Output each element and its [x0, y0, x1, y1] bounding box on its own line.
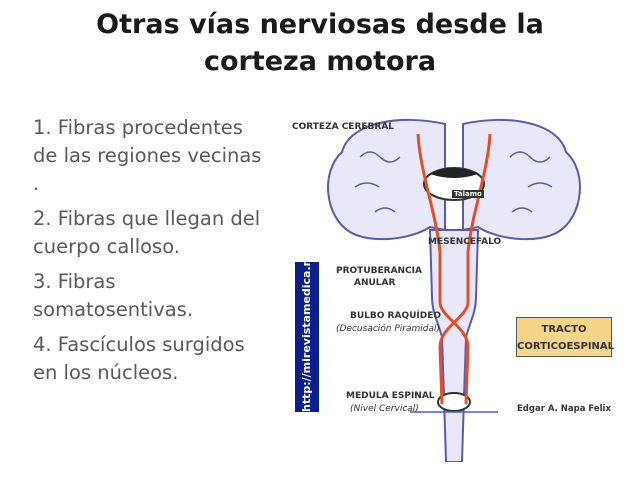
tract-right [438, 133, 492, 405]
list-item-2: 2. Fibras que llegan del cuerpo calloso. [33, 207, 261, 258]
label-protuberancia-1: PROTUBERANCIA [336, 266, 422, 276]
tract-left [416, 133, 470, 405]
label-corteza: CORTEZA CEREBRAL [292, 122, 395, 132]
label-bulbo-2: (Decusación Piramidal) [336, 324, 441, 334]
slide-title: Otras vías nerviosas desde la corteza mo… [40, 6, 600, 80]
label-mesencefalo: MESENCEFALO [428, 237, 502, 247]
list-item-3: 3. Fibras somatosentivas. [33, 270, 194, 321]
label-bulbo-1: BULBO RAQUÍDEO [350, 311, 442, 321]
spinal-section [437, 392, 471, 412]
author-credit: Edgar A. Napa Felix [517, 404, 611, 414]
tracto-line-2: CORTICOESPINAL [517, 341, 615, 352]
bullet-list: 1. Fibras procedentes de las regiones ve… [33, 114, 268, 394]
left-hemisphere [327, 118, 446, 241]
tracto-box: TRACTO CORTICOESPINAL [516, 317, 615, 357]
right-hemisphere [462, 118, 581, 241]
label-medula-1: MEDULA ESPINAL [346, 391, 435, 401]
title-line-2: corteza motora [203, 46, 437, 77]
watermark-url: http://mirevistamedica.net [295, 246, 319, 412]
list-item-1: 1. Fibras procedentes de las regiones ve… [33, 116, 262, 195]
label-protuberancia-2: ANULAR [354, 278, 396, 288]
title-line-1: Otras vías nerviosas desde la [96, 9, 544, 40]
label-talamo: Tálamo [452, 190, 484, 198]
brain-diagram [327, 118, 581, 462]
tracto-line-1: TRACTO [541, 324, 587, 335]
list-item-4: 4. Fascículos surgidos en los núcleos. [33, 333, 245, 384]
label-medula-2: (Nivel Cervical) [350, 404, 419, 414]
